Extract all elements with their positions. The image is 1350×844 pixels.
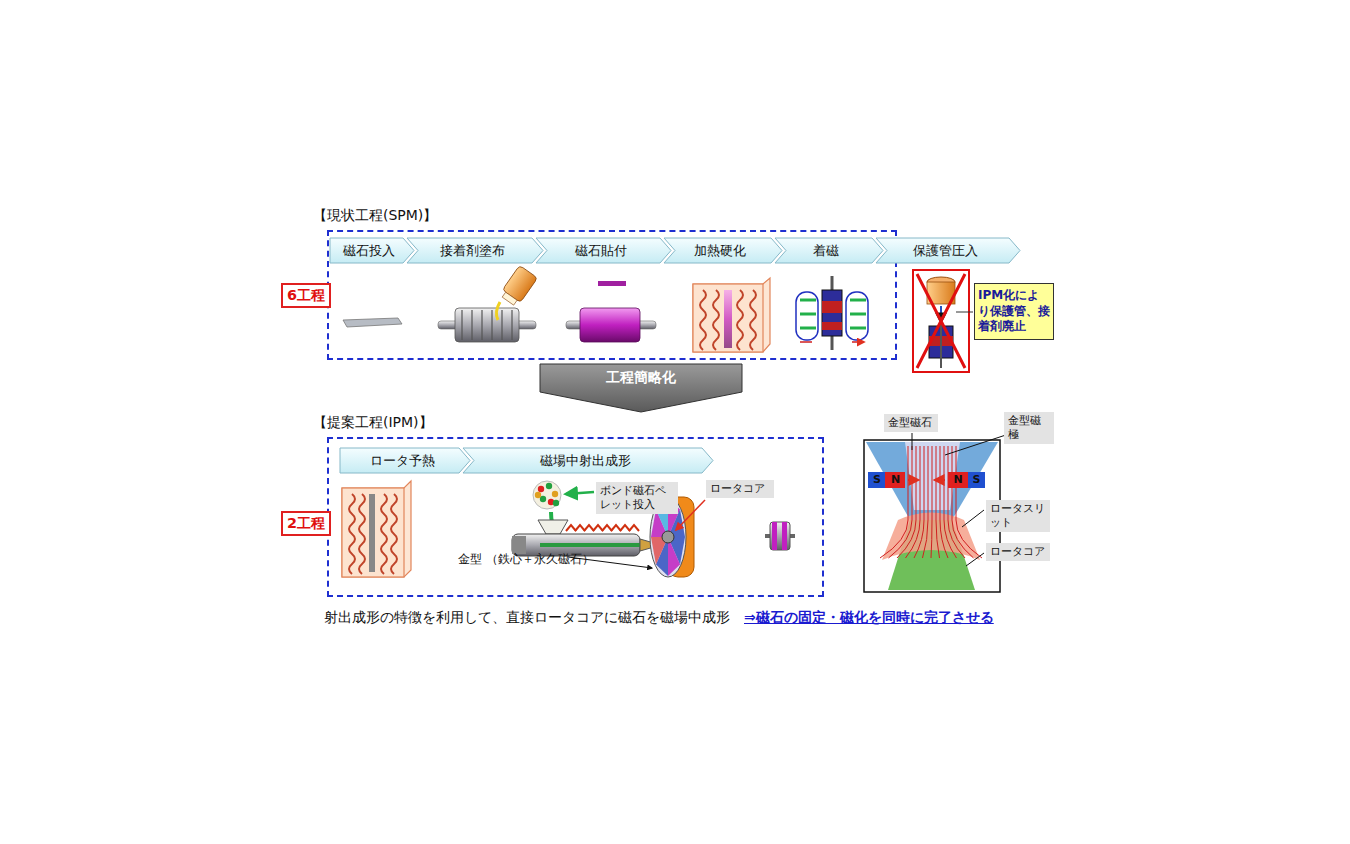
process-step: 磁石投入 [330, 238, 414, 263]
mold-label: 金型 （鉄心＋永久磁石） [458, 551, 594, 568]
group-heading: 【現状工程(SPM)】 [313, 207, 437, 225]
conclusion-text: ⇒磁石の固定・磁化を同時に完了させる [744, 609, 994, 627]
group-heading: 【提案工程(IPM)】 [313, 414, 433, 432]
node-text: 金型磁石 [888, 416, 934, 430]
node-text: 2工程 [287, 514, 325, 533]
simplify-arrow: 工程簡略化 [540, 364, 742, 412]
part-label-box: 金型磁石 [884, 414, 938, 432]
part-label-box: ボンド磁石ペレット投入 [596, 482, 678, 514]
pole-letter: S [869, 472, 885, 488]
node-text: IPM化により保護管、接着剤廃止 [978, 288, 1050, 335]
node-text: 着磁 [813, 242, 839, 260]
node-text: 保護管圧入 [913, 242, 978, 260]
step-count-box: 2工程 [281, 511, 331, 536]
node-text: 金型磁極 [1008, 414, 1050, 442]
node-text: 磁場中射出成形 [540, 452, 631, 470]
process-step: 着磁 [775, 238, 883, 263]
magnet-bar [343, 318, 402, 327]
process-step: 保護管圧入 [876, 238, 1020, 263]
rotor-glue [438, 265, 538, 342]
node-text: 工程簡略化 [540, 364, 742, 387]
process-step: 接着剤塗布 [407, 238, 543, 263]
node-text: ボンド磁石ペレット投入 [600, 484, 674, 512]
process-step: 磁場中射出成形 [463, 448, 713, 473]
node-text: ロータコア [710, 482, 770, 496]
summary-text: 射出成形の特徴を利用して、直接ロータコアに磁石を磁場中成形 [324, 609, 730, 627]
pole-letter: N [886, 472, 905, 488]
step-count-box: 6工程 [281, 283, 331, 308]
process-step: 加熱硬化 [664, 238, 782, 263]
preheat-oven [342, 481, 411, 577]
node-text: ロータスリット [990, 502, 1046, 530]
heating-oven [693, 278, 770, 352]
process-step: ロータ予熱 [340, 448, 470, 473]
process-group: 磁石投入接着剤塗布磁石貼付加熱硬化着磁【現状工程(SPM)】 [327, 230, 897, 360]
part-label-box: ロータスリット [986, 500, 1050, 532]
protection-tube [913, 270, 973, 372]
node-text: ロータ予熱 [370, 452, 435, 470]
magnetizer [796, 276, 868, 350]
process-group: ロータ予熱磁場中射出成形ボンド磁石ペレット投入ロータコア【提案工程(IPM)】 [327, 437, 824, 597]
finished-rotor [765, 522, 795, 550]
process-step: 磁石貼付 [536, 238, 671, 263]
part-label-box: 金型磁極 [1004, 412, 1054, 444]
node-text: 接着剤塗布 [440, 242, 505, 260]
node-text: 磁石投入 [343, 242, 395, 260]
part-label-box: ロータコア [706, 480, 774, 498]
note-callout: IPM化により保護管、接着剤廃止 [974, 283, 1054, 340]
node-text: 6工程 [287, 286, 325, 305]
pole-letter: S [968, 472, 985, 488]
part-label-box: ロータコア [986, 543, 1050, 561]
rotor-magnet [566, 281, 656, 342]
node-text: 磁石貼付 [575, 242, 627, 260]
pole-letter: N [948, 472, 968, 488]
node-text: ロータコア [990, 545, 1046, 559]
node-text: 加熱硬化 [694, 242, 746, 260]
